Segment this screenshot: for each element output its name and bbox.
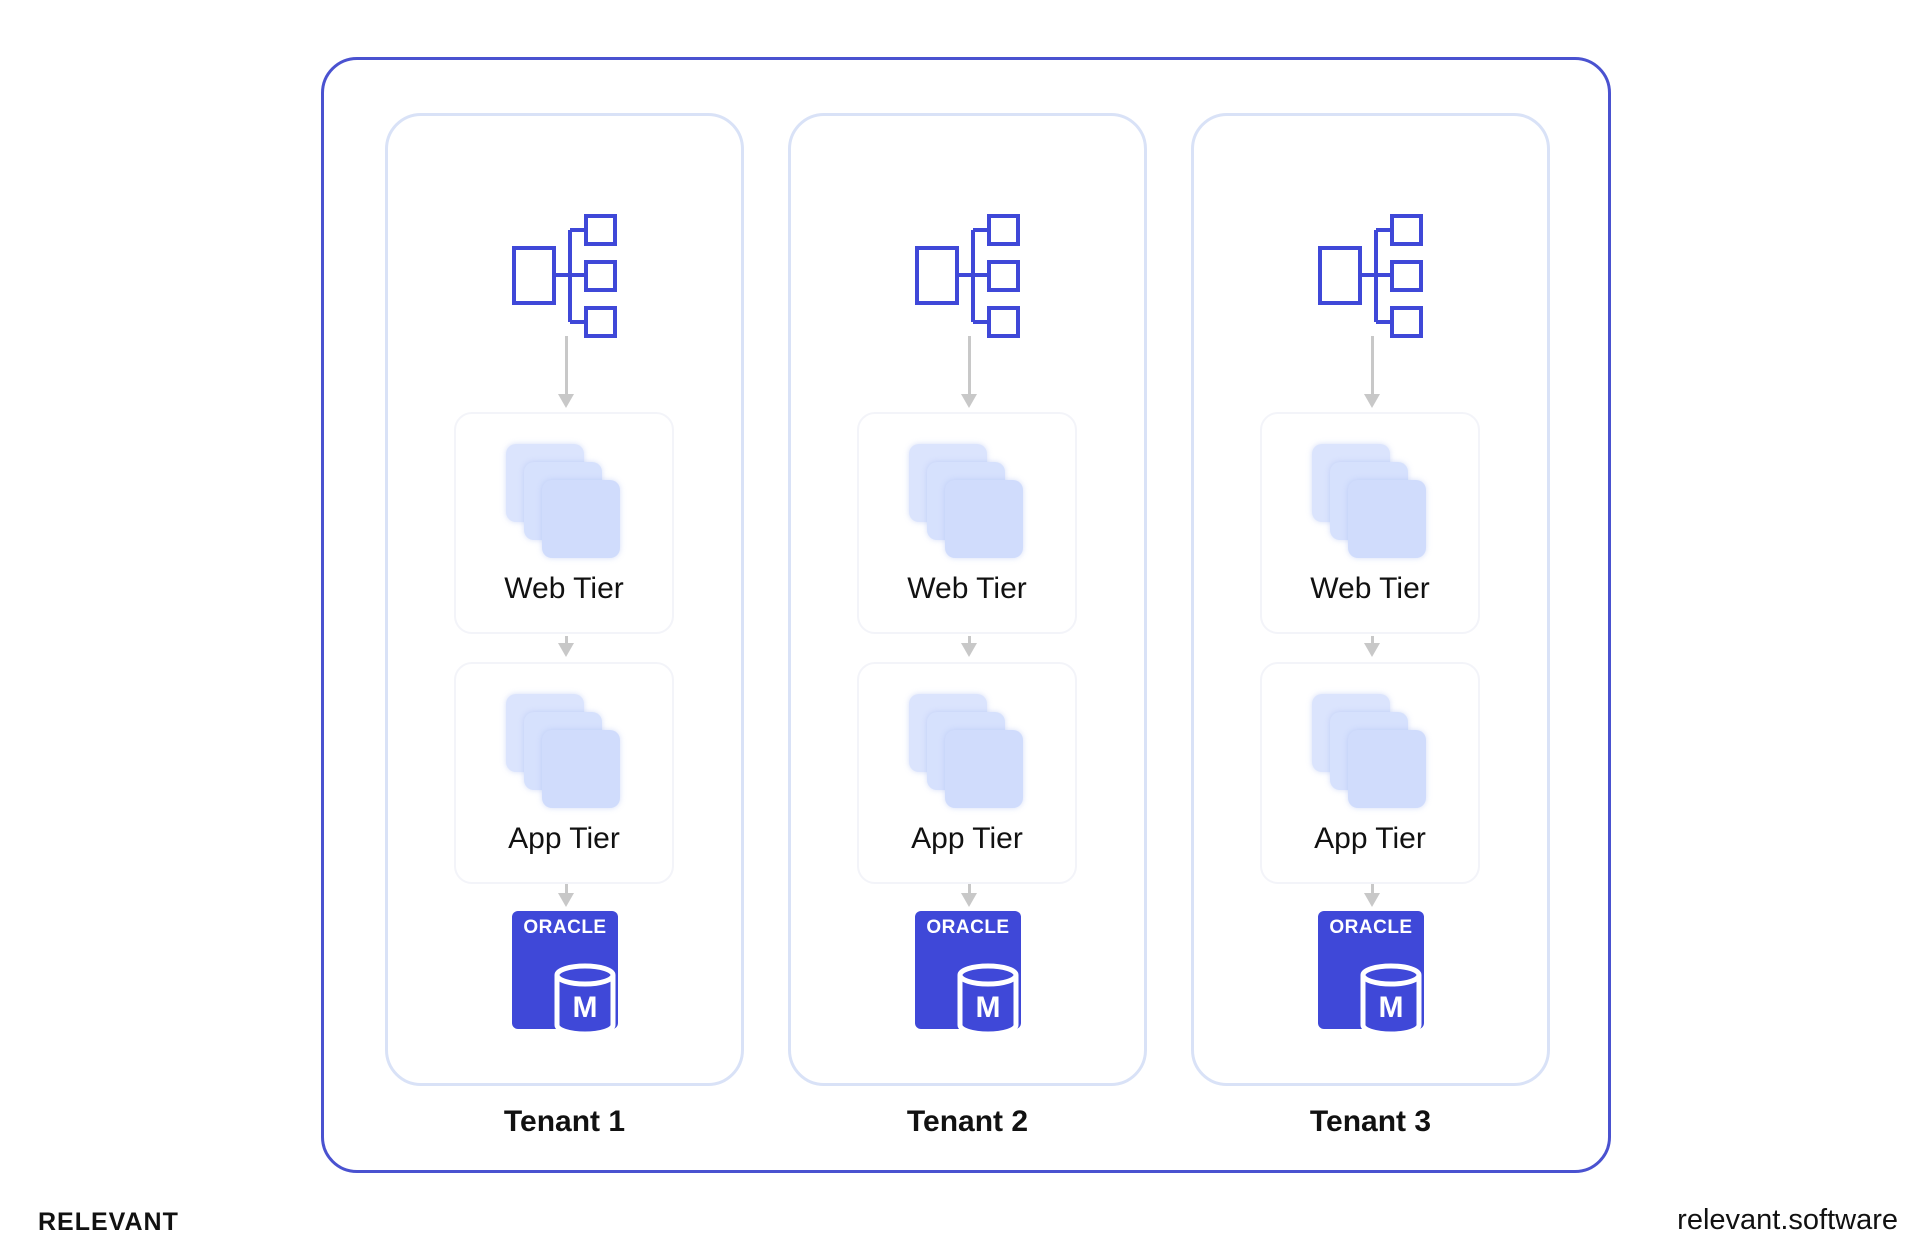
connector-line — [565, 636, 568, 644]
server-stack-icon — [506, 444, 626, 564]
server-stack-icon — [909, 694, 1029, 814]
cylinder-icon — [554, 963, 616, 1035]
connector-line — [968, 336, 971, 394]
connector-line — [968, 636, 971, 644]
arrow-down-icon — [961, 893, 977, 907]
brand-logo-text: RELEVANT — [38, 1208, 179, 1236]
tenant-panel-3: Web Tier App Tier ORACLE M — [1191, 113, 1550, 1086]
db-vendor-label: ORACLE — [926, 917, 1010, 938]
tenant-label-3: Tenant 3 — [1309, 1105, 1432, 1138]
oracle-database-icon: ORACLE M — [512, 911, 618, 1035]
connector-line — [1371, 636, 1374, 644]
app-tier-card: App Tier — [857, 662, 1077, 884]
web-tier-card: Web Tier — [1260, 412, 1480, 634]
tenant-panel-1: Web Tier App Tier ORACLE M — [385, 113, 744, 1086]
app-tier-label: App Tier — [911, 822, 1023, 855]
arrow-down-icon — [1364, 394, 1380, 408]
web-tier-card: Web Tier — [454, 412, 674, 634]
network-hierarchy-icon — [915, 214, 1020, 338]
arrow-down-icon — [558, 893, 574, 907]
tenant-panel-2: Web Tier App Tier ORACLE M — [788, 113, 1147, 1086]
oracle-database-icon: ORACLE M — [1318, 911, 1424, 1035]
db-letter: M — [572, 991, 598, 1024]
connector-line — [565, 884, 568, 896]
arrow-down-icon — [1364, 893, 1380, 907]
db-letter: M — [1378, 991, 1404, 1024]
web-tier-label: Web Tier — [1310, 572, 1430, 605]
db-letter: M — [975, 991, 1001, 1024]
cylinder-icon — [957, 963, 1019, 1035]
arrow-down-icon — [961, 394, 977, 408]
app-tier-card: App Tier — [454, 662, 674, 884]
server-stack-icon — [1312, 444, 1432, 564]
network-hierarchy-icon — [512, 214, 617, 338]
db-vendor-label: ORACLE — [1329, 917, 1413, 938]
web-tier-label: Web Tier — [907, 572, 1027, 605]
tenant-label-1: Tenant 1 — [503, 1105, 626, 1138]
connector-line — [565, 336, 568, 394]
server-stack-icon — [506, 694, 626, 814]
connector-line — [968, 884, 971, 896]
architecture-container: Web Tier App Tier ORACLE M Tenant 1 — [321, 57, 1611, 1173]
app-tier-label: App Tier — [1314, 822, 1426, 855]
web-tier-label: Web Tier — [504, 572, 624, 605]
db-vendor-label: ORACLE — [523, 917, 607, 938]
arrow-down-icon — [1364, 643, 1380, 657]
cylinder-icon — [1360, 963, 1422, 1035]
arrow-down-icon — [558, 394, 574, 408]
arrow-down-icon — [558, 643, 574, 657]
connector-line — [1371, 884, 1374, 896]
app-tier-card: App Tier — [1260, 662, 1480, 884]
arrow-down-icon — [961, 643, 977, 657]
web-tier-card: Web Tier — [857, 412, 1077, 634]
connector-line — [1371, 336, 1374, 394]
oracle-database-icon: ORACLE M — [915, 911, 1021, 1035]
tenant-label-2: Tenant 2 — [906, 1105, 1029, 1138]
server-stack-icon — [909, 444, 1029, 564]
network-hierarchy-icon — [1318, 214, 1423, 338]
server-stack-icon — [1312, 694, 1432, 814]
app-tier-label: App Tier — [508, 822, 620, 855]
site-url: relevant.software — [1677, 1204, 1898, 1236]
